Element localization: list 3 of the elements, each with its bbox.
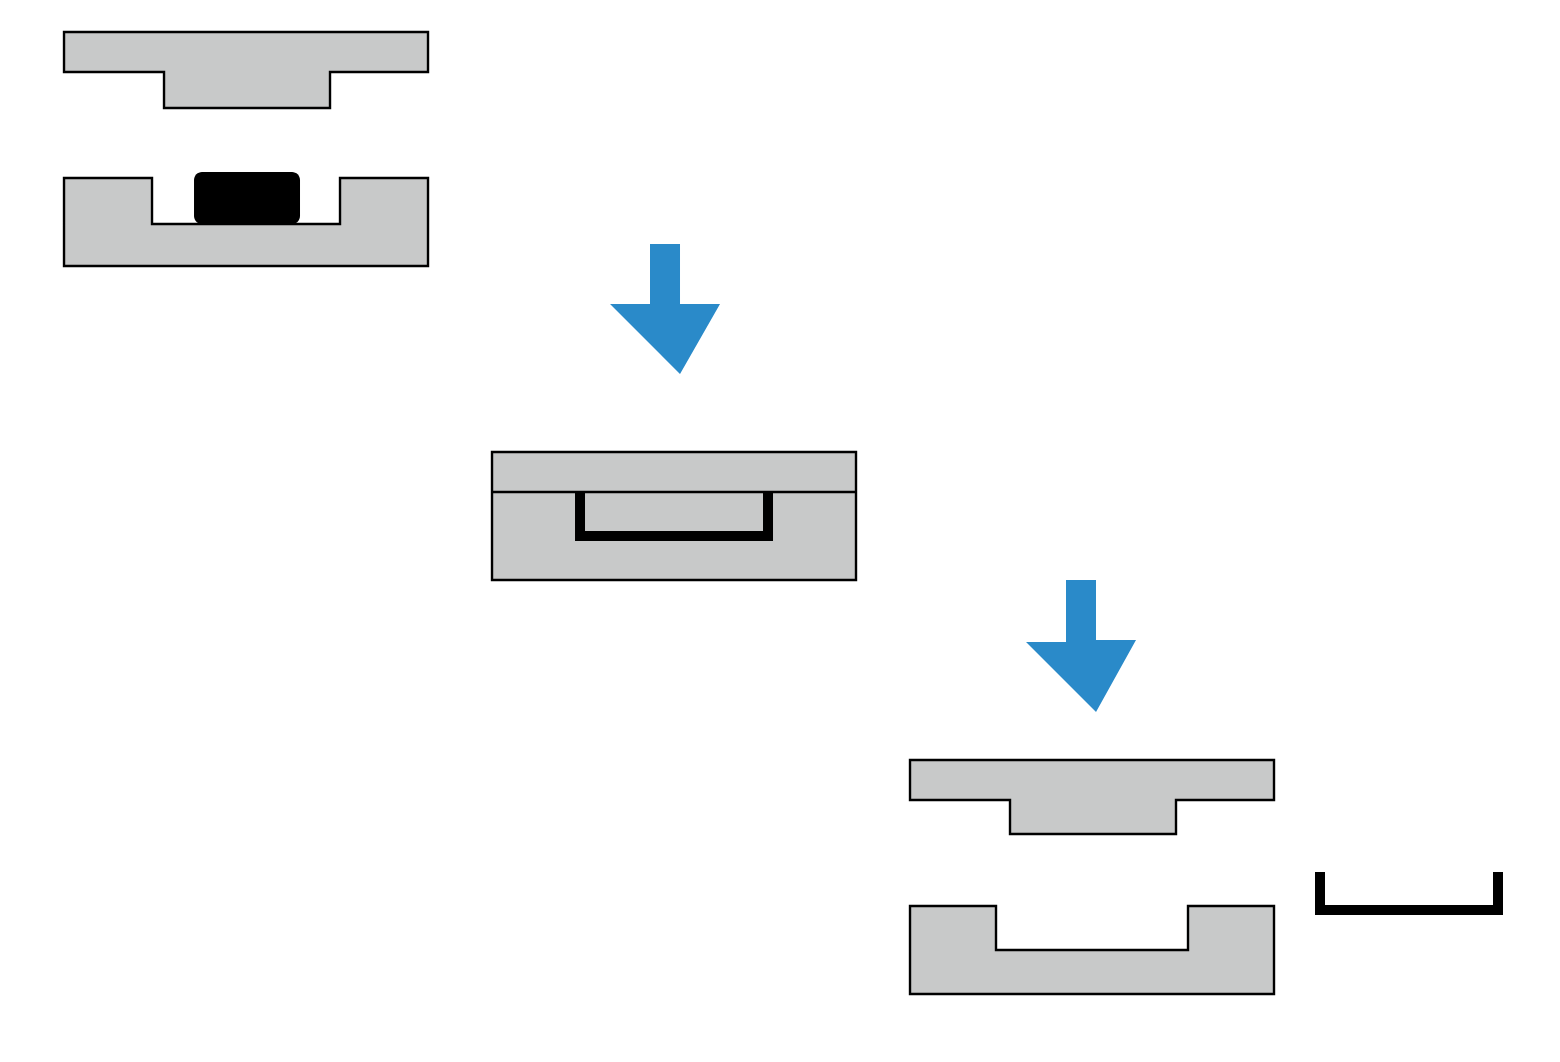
mold-drawing bbox=[62, 30, 430, 268]
mold-drawing bbox=[490, 450, 858, 582]
mold-drawing bbox=[908, 758, 1503, 996]
